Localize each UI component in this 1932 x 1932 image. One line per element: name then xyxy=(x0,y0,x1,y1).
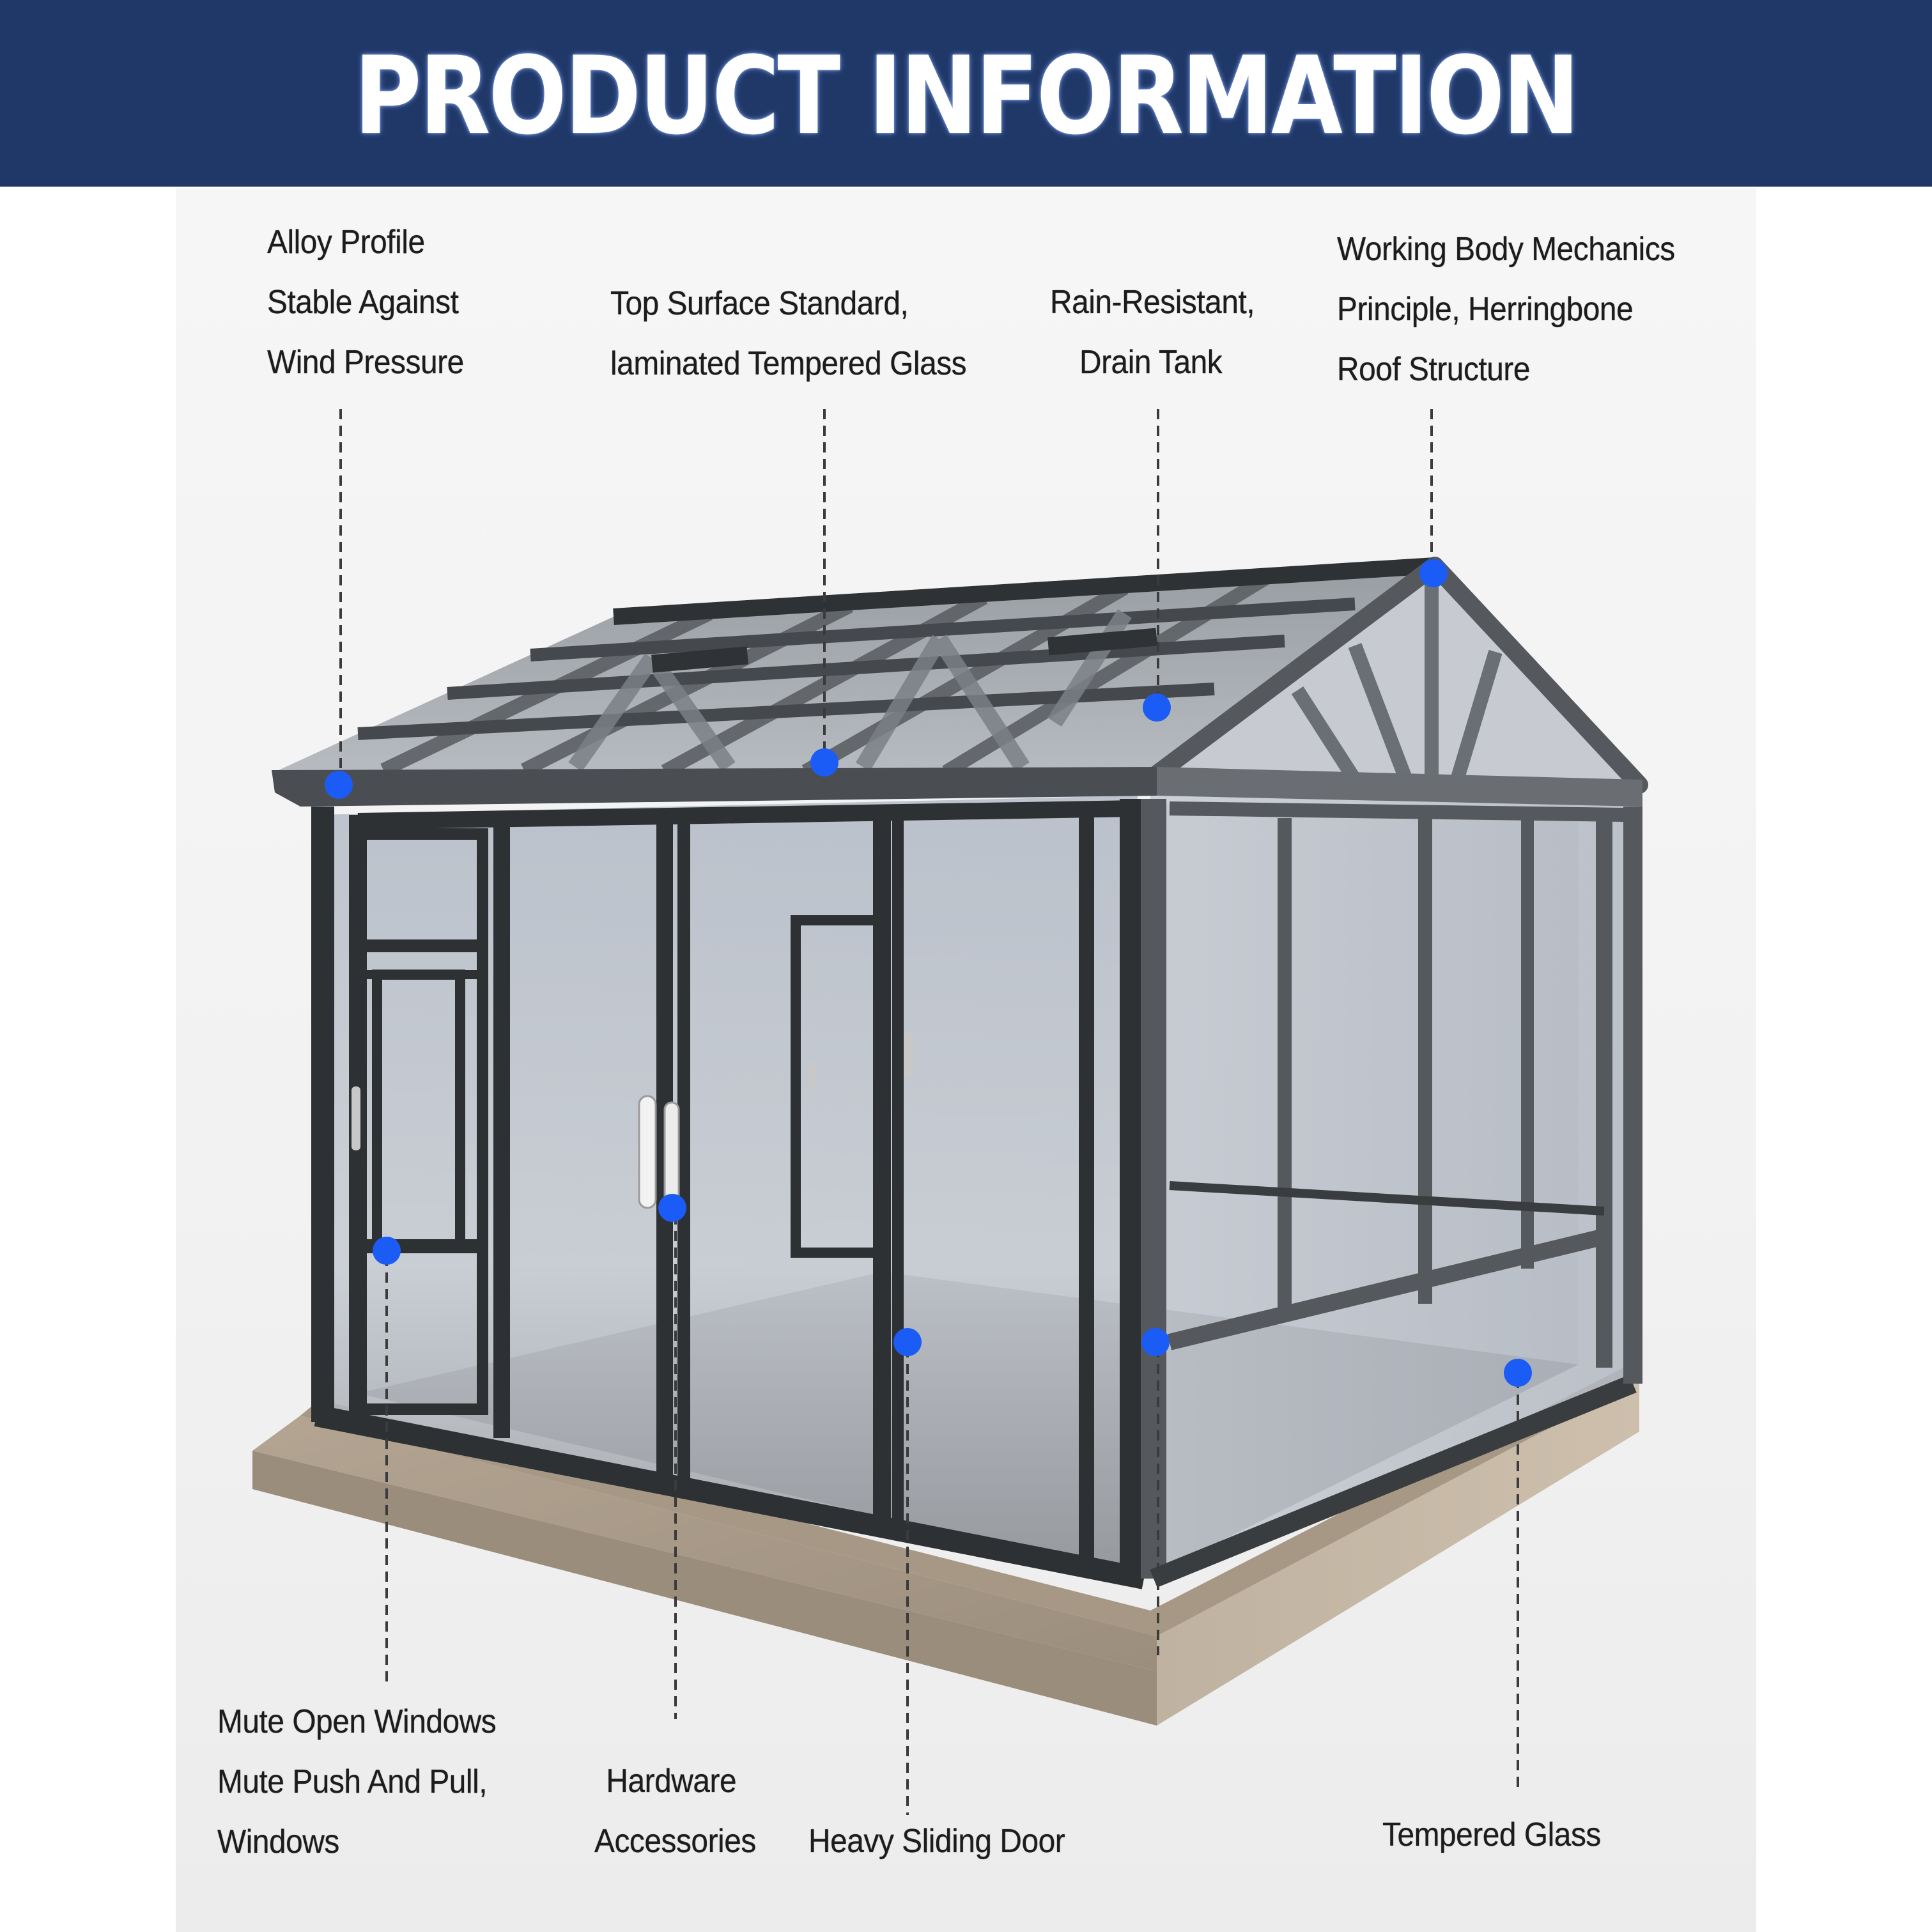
page-title: PRODUCT INFORMATION xyxy=(354,33,1580,158)
callout-hardware: Hardware Accessories xyxy=(594,1763,756,1860)
marker-dot xyxy=(810,748,838,777)
side-frames xyxy=(1141,799,1642,1588)
callout-tempered-glass: Tempered Glass xyxy=(1382,1816,1601,1853)
callout-sliding-door: Heavy Sliding Door xyxy=(808,1823,1065,1860)
callout-rain-resistant: Rain-Resistant, Drain Tank xyxy=(1050,284,1255,381)
marker-dot xyxy=(658,1194,686,1222)
callout-roof-structure: Working Body Mechanics Principle, Herrin… xyxy=(1337,231,1675,388)
callout-alloy-profile: Alloy Profile Stable Against Wind Pressu… xyxy=(267,224,464,381)
marker-dot xyxy=(1143,693,1171,722)
header-banner: PRODUCT INFORMATION xyxy=(0,0,1932,187)
herringbone-gable xyxy=(1145,557,1648,794)
front-glass-wall xyxy=(316,796,1138,1579)
marker-dot xyxy=(325,771,353,799)
door-handle-icon xyxy=(352,1032,913,1209)
marker-dot xyxy=(893,1328,922,1356)
front-frames xyxy=(311,799,1147,1589)
drain-gutter xyxy=(272,767,1642,807)
callout-mute-windows: Mute Open Windows Mute Push And Pull, Wi… xyxy=(217,1703,497,1860)
marker-dot xyxy=(1141,1328,1170,1356)
leader-lines xyxy=(339,409,1519,1815)
callout-top-surface: Top Surface Standard, laminated Tempered… xyxy=(610,285,967,382)
marker-dot xyxy=(373,1237,401,1265)
callout-markers xyxy=(325,559,1532,1387)
marker-dot xyxy=(1419,559,1448,587)
marker-dot xyxy=(1504,1359,1532,1387)
